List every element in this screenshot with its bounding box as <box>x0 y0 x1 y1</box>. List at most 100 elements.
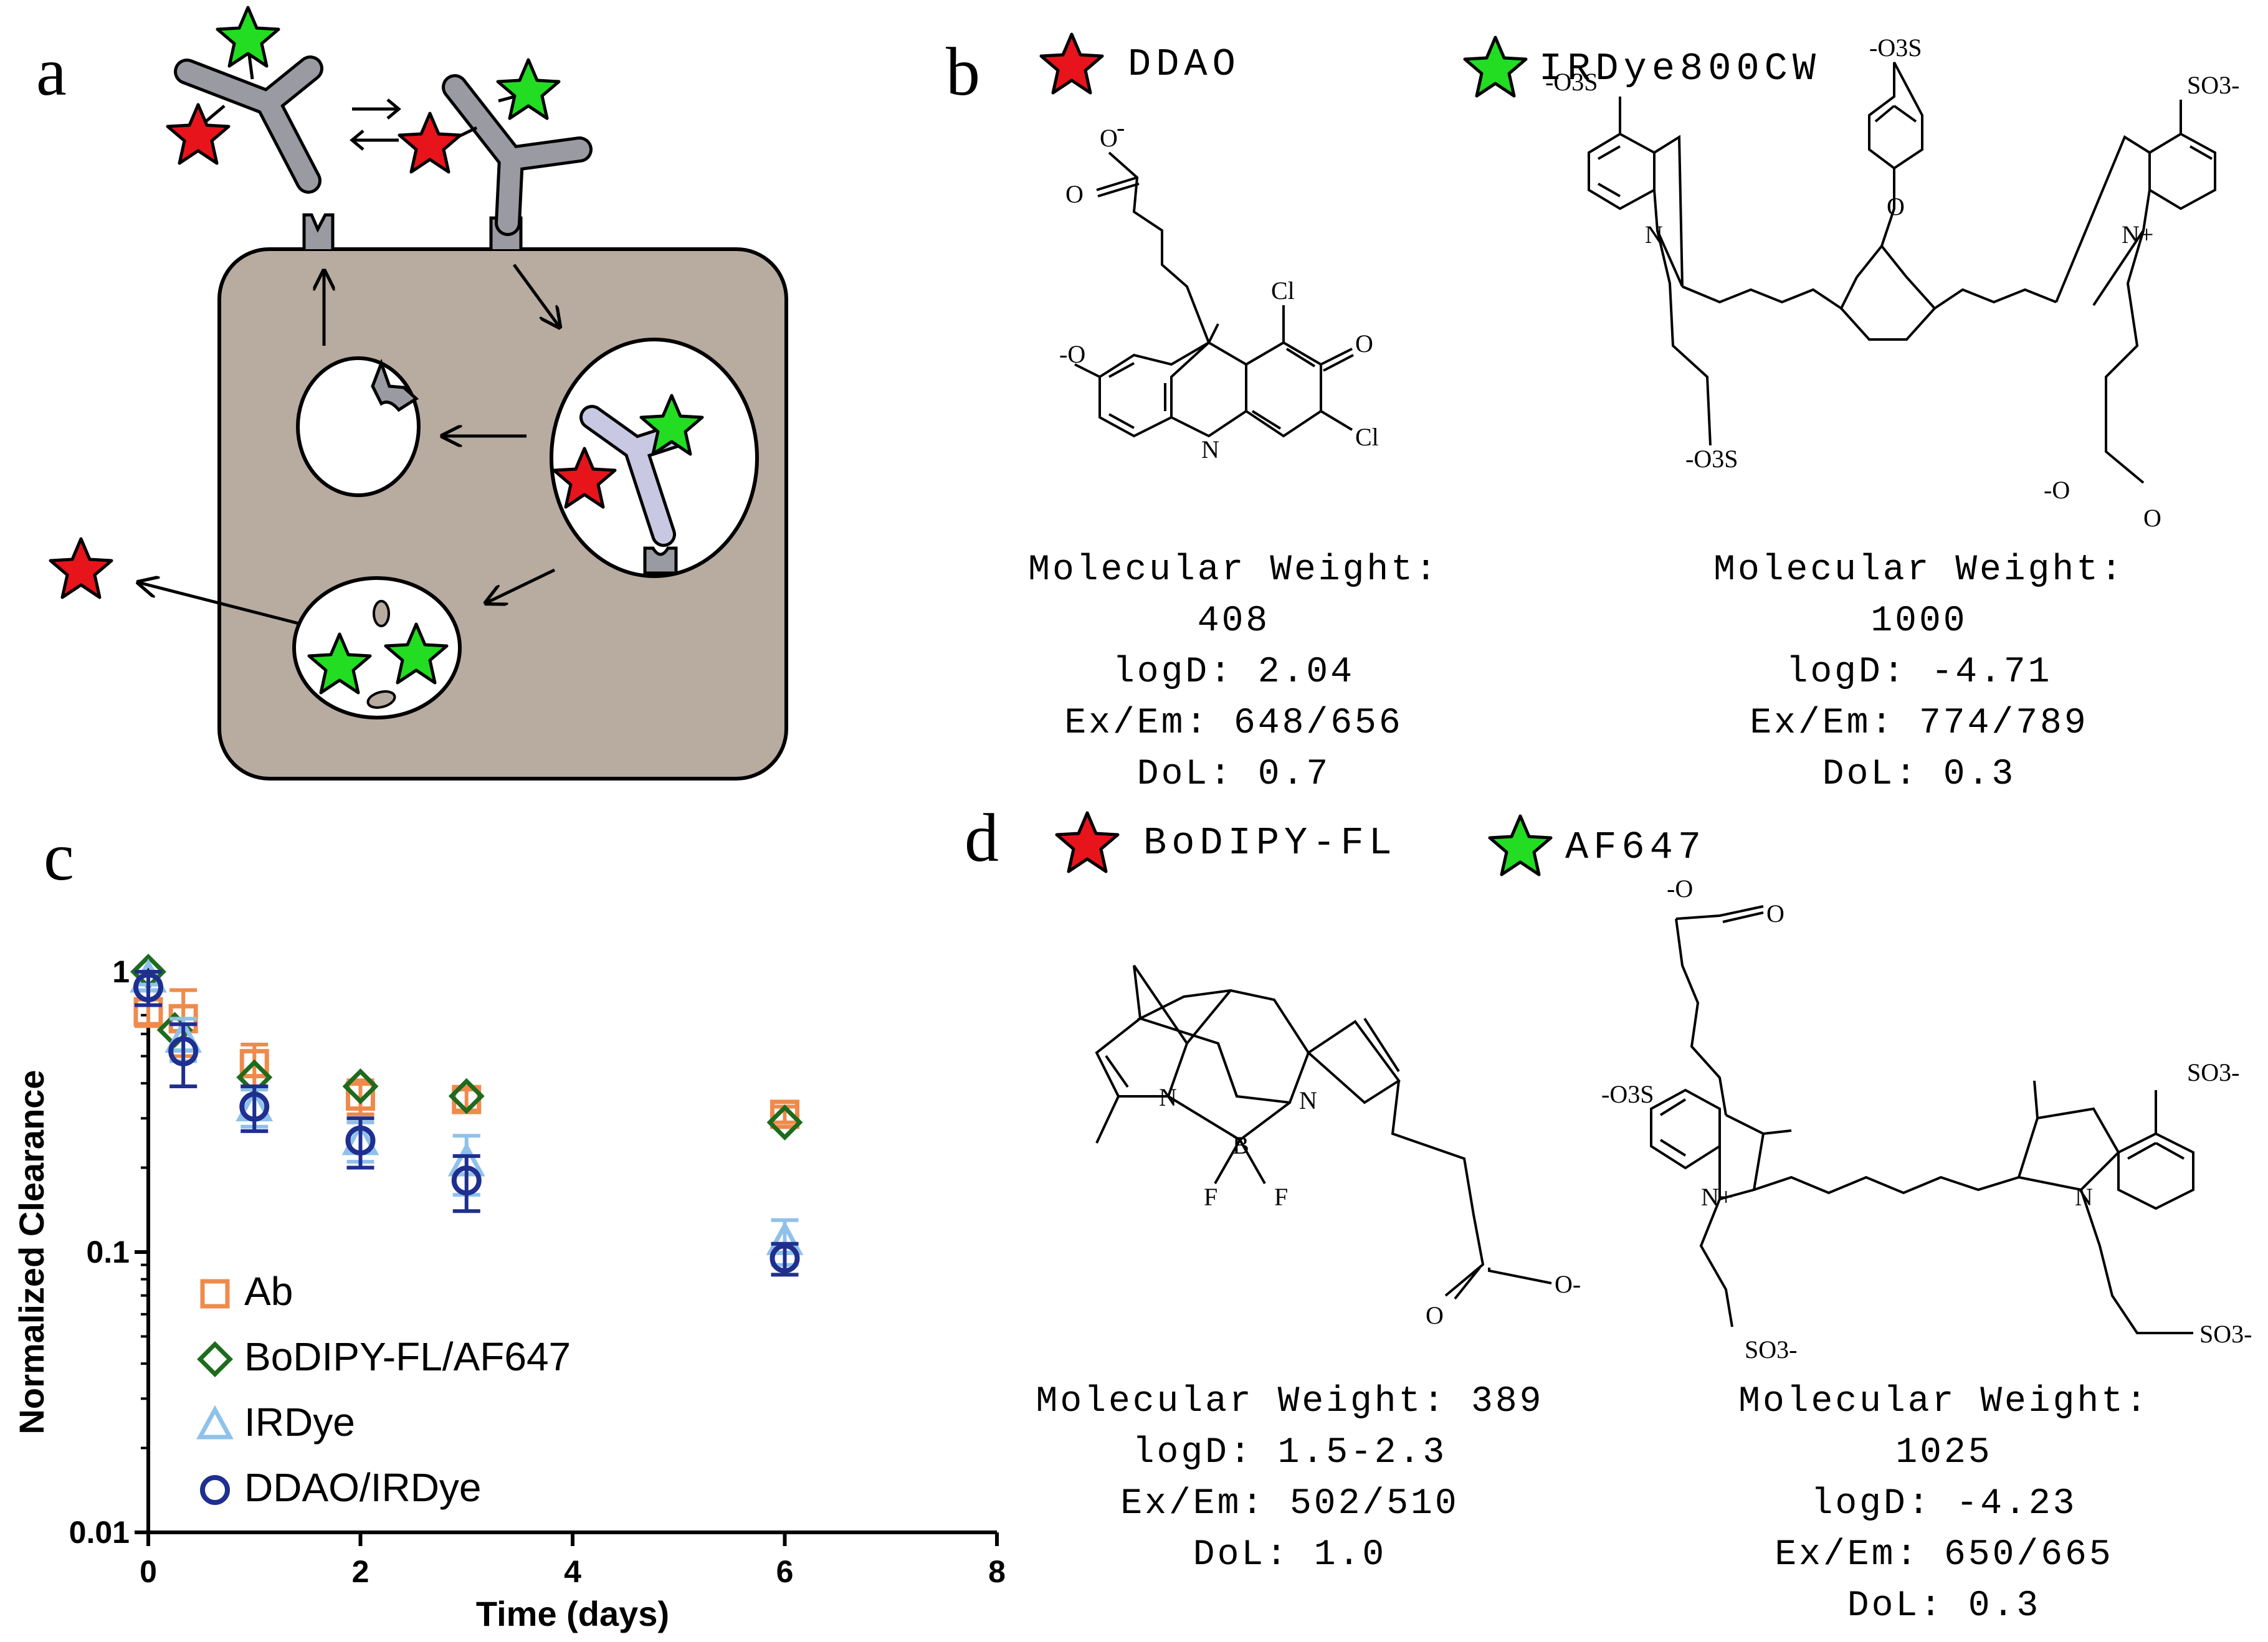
panel-d-green-dye-name: AF647 <box>1565 825 1707 870</box>
ddao-atom-carboxylate-o: O <box>1100 124 1118 152</box>
data-point <box>770 1243 800 1274</box>
legend-label: BoDIPY-FL/AF647 <box>244 1334 571 1379</box>
legend-label: DDAO/IRDye <box>244 1465 482 1510</box>
x-tick-label: 0 <box>140 1554 157 1589</box>
y-tick-label: 0.01 <box>69 1515 130 1550</box>
irdye-atom-so3-left: -O3S <box>1545 68 1598 96</box>
legend-marker <box>196 1405 234 1440</box>
irdye-mw: Molecular Weight: 1000 <box>1713 550 2125 642</box>
recycling-endosome <box>296 356 421 497</box>
data-point <box>239 1091 270 1122</box>
y-tick-label: 0.1 <box>86 1235 130 1269</box>
data-point <box>766 1104 803 1141</box>
x-tick-label: 6 <box>776 1554 794 1589</box>
irdye-dol: DoL: 0.3 <box>1822 754 2016 795</box>
irdye-atom-so3-bottom: -O3S <box>1685 445 1738 473</box>
fragment-1 <box>373 600 390 627</box>
bodipy-atom-b: B <box>1232 1131 1249 1159</box>
legend-label: IRDye <box>244 1400 355 1445</box>
fragment-2 <box>366 690 396 709</box>
green-star-2 <box>498 60 559 118</box>
equilibrium-arrows <box>350 98 401 151</box>
data-point <box>239 1049 269 1079</box>
irdye-atom-n-left: N <box>1645 221 1663 249</box>
irdye-exem: Ex/Em: 774/789 <box>1750 703 2089 744</box>
sorting-endosome <box>550 338 759 578</box>
data-point <box>448 1078 485 1114</box>
panel-b-right-properties: Molecular Weight: 1000 logD: -4.71 Ex/Em… <box>1670 545 2168 800</box>
panel-b-letter: b <box>946 34 980 110</box>
ddao-mw: Molecular Weight: 408 <box>1028 550 1439 642</box>
recycled-receptor <box>371 358 419 412</box>
af647-structure: -O O -O3S SO3- N+ N SO3- SO3- <box>1601 875 2252 1364</box>
ddao-atom-cl2: Cl <box>1355 423 1379 451</box>
bodipy-atom-f2: F <box>1274 1183 1288 1211</box>
legend-label: Ab <box>244 1269 293 1314</box>
af647-atom-so3-bottom-right: SO3- <box>2199 1320 2252 1348</box>
x-tick-label: 4 <box>564 1554 581 1589</box>
bodipy-atom-n2: N <box>1299 1086 1317 1114</box>
irdye-logd: logD: -4.71 <box>1786 652 2052 693</box>
red-star-2 <box>399 113 460 172</box>
data-point <box>133 972 163 1002</box>
x-tick-label: 2 <box>352 1554 369 1589</box>
irdye-atom-so3-top: -O3S <box>1869 34 1922 62</box>
cell-schematic <box>0 0 788 781</box>
y-axis-label: Normalized Clearance <box>12 1070 51 1434</box>
af647-atom-n-plus: N+ <box>1701 1183 1733 1211</box>
legend-marker <box>200 1279 230 1309</box>
irdye-atom-ether-o: O <box>1887 192 1905 221</box>
panel-d-star-red <box>1055 811 1120 873</box>
bodipy-logd: logD: 1.5-2.3 <box>1132 1433 1447 1473</box>
ddao-logd: logD: 2.04 <box>1112 652 1355 693</box>
bodipy-atom-f1: F <box>1204 1183 1217 1211</box>
data-point <box>346 1081 375 1111</box>
irdye-atom-carbonyl-o: O <box>2143 504 2161 532</box>
antibody-bound <box>442 74 593 236</box>
data-point <box>342 1068 379 1104</box>
data-point <box>345 1125 376 1156</box>
data-point <box>770 1099 799 1129</box>
legend-marker <box>197 1341 233 1377</box>
irdye-atom-carboxylate-o: -O <box>2044 476 2070 504</box>
af647-dol: DoL: 0.3 <box>1847 1586 2041 1626</box>
ddao-atom-cl1: Cl <box>1271 277 1295 305</box>
ddao-atom-n: N <box>1201 435 1219 463</box>
af647-logd: logD: -4.23 <box>1811 1484 2077 1524</box>
panel-b-green-dye-name: IRDye800CW <box>1539 47 1821 91</box>
irdye-structure: -O3S SO3- -O3S N N+ O -O3S -O O <box>1545 34 2239 532</box>
bodipy-atom-n1: N <box>1159 1083 1177 1111</box>
af647-atom-so3-bottom-left: SO3- <box>1745 1336 1797 1364</box>
bodipy-structure: N N B F F O O- <box>1095 964 1581 1329</box>
legend-marker <box>200 1475 230 1505</box>
x-tick-label: 8 <box>988 1554 1006 1589</box>
af647-atom-so3-right: SO3- <box>2187 1058 2239 1086</box>
panel-d-letter: d <box>965 800 999 876</box>
bodipy-atom-carboxylate-o: O- <box>1555 1270 1581 1298</box>
receptor-left <box>302 213 335 249</box>
irdye-atom-n-right: N+ <box>2122 221 2153 249</box>
y-tick-label: 1 <box>112 954 130 989</box>
ddao-atom-ketone-o: O <box>1355 330 1373 358</box>
chart-marks <box>130 954 804 1277</box>
released-red-star <box>50 539 112 597</box>
panel-d-star-green <box>1488 814 1553 876</box>
ddao-structure: O - O -O Cl O Cl N <box>1059 113 1379 463</box>
af647-atom-carboxylate-o: -O <box>1667 875 1693 903</box>
data-point <box>451 1165 482 1196</box>
af647-atom-carbonyl-o: O <box>1766 899 1784 928</box>
ddao-atom-phenolate: -O <box>1059 340 1085 368</box>
ddao-dol: DoL: 0.7 <box>1136 754 1331 795</box>
trafficking-arrows <box>138 263 560 631</box>
bodipy-exem: Ex/Em: 502/510 <box>1120 1484 1459 1524</box>
bodipy-atom-carbonyl-o: O <box>1426 1301 1444 1329</box>
antibody-free <box>174 55 323 194</box>
panel-b-star-red <box>1039 32 1104 95</box>
bodipy-mw: Molecular Weight: 389 <box>1036 1382 1544 1422</box>
panel-d-right-properties: Molecular Weight: 1025 logD: -4.23 Ex/Em… <box>1695 1377 2193 1632</box>
red-star-1 <box>168 105 229 163</box>
af647-atom-so3-left: -O3S <box>1601 1080 1654 1108</box>
ddao-exem: Ex/Em: 648/656 <box>1064 703 1403 744</box>
